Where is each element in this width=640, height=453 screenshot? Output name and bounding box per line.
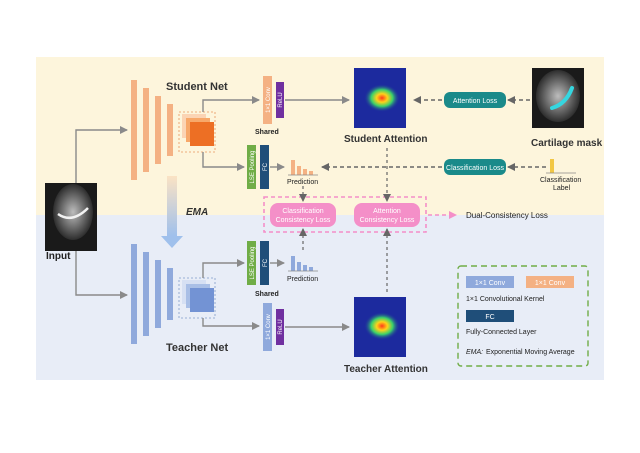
legend-conv-blue-label: 1×1 Conv [475,280,506,287]
input-label: Input [46,251,71,262]
attention-loss-box [444,92,506,108]
attention-loss-label: Attention Loss [453,98,498,105]
student-to-lse-arrow [202,152,245,171]
input-image [45,183,97,251]
classification-consistency-line1: Classification [282,208,323,215]
legend-ema-desc: Exponential Moving Average [486,349,575,356]
legend-conv-blue [466,276,514,288]
attention-consistency-line1: Attention [373,208,401,215]
teacher-relu-block [276,309,284,345]
cartilage-mask-image [532,68,584,128]
student-backbone [131,80,173,180]
legend-fc-desc: Fully-Connected Layer [466,329,537,336]
student-fc-block [260,145,269,189]
legend-conv-orange-label: 1×1 Conv [535,280,566,287]
legend-conv-desc: 1×1 Convolutional Kernel [466,296,545,303]
classification-loss-box [444,159,506,175]
prediction-bottom-label: Prediction [287,276,318,283]
teacher-conv-block [263,303,272,351]
prediction-top-label: Prediction [287,179,318,186]
attention-consistency-box [354,203,420,227]
cartilage-mask-label: Cartilage mask [531,138,603,149]
classification-label-bar [546,159,576,174]
teacher-to-lse-arrow [202,259,245,278]
student-attention-map [354,68,406,128]
student-conv-label: 1×1 Conv [266,87,272,113]
teacher-feature-maps [178,277,216,319]
classification-label-line1: Classification [540,177,581,184]
teacher-background [36,215,604,380]
student-lse-label: LSE Pooling [250,150,256,183]
student-relu-label: ReLU [278,92,284,107]
classification-label-line2: Label [553,185,571,192]
shared-top-label: Shared [255,129,279,136]
classification-loss-label: Classification Loss [446,165,504,172]
classification-consistency-box [270,203,336,227]
teacher-attention-map [354,297,406,357]
student-net-label: Student Net [166,81,228,93]
legend-fc-block [466,310,514,322]
teacher-relu-label: ReLU [278,319,284,334]
student-attention-label: Student Attention [344,134,428,145]
student-fc-label: FC [263,162,269,171]
input-to-student-arrow [75,126,128,183]
student-background [36,57,604,215]
teacher-lse-block [247,241,256,285]
teacher-prediction-chart [288,256,318,272]
ema-arrow [161,176,183,248]
student-conv-block [263,76,272,124]
legend-box [457,265,589,367]
input-to-teacher-arrow [75,251,128,299]
ema-label: EMA [186,207,208,218]
dual-consistency-dashed-box [263,196,427,233]
shared-bottom-label: Shared [255,291,279,298]
teacher-net-label: Teacher Net [166,342,228,354]
legend-fc-label: FC [485,314,494,321]
teacher-to-conv-arrow [202,318,260,330]
legend-ema-key: EMA: [466,349,483,356]
student-feature-maps [178,111,216,153]
student-to-conv-arrow [202,96,260,112]
teacher-fc-label: FC [263,258,269,267]
teacher-conv-label: 1×1 Conv [266,314,272,340]
student-lse-block [247,145,256,189]
student-prediction-chart [288,160,318,176]
teacher-attention-label: Teacher Attention [344,364,428,375]
attention-consistency-line2: Consistency Loss [360,217,415,224]
teacher-lse-label: LSE Pooling [250,246,256,279]
legend-conv-orange [526,276,574,288]
teacher-fc-block [260,241,269,285]
dual-consistency-label: Dual-Consistency Loss [466,211,548,220]
teacher-backbone [131,244,173,344]
classification-consistency-line2: Consistency Loss [276,217,331,224]
student-relu-block [276,82,284,118]
